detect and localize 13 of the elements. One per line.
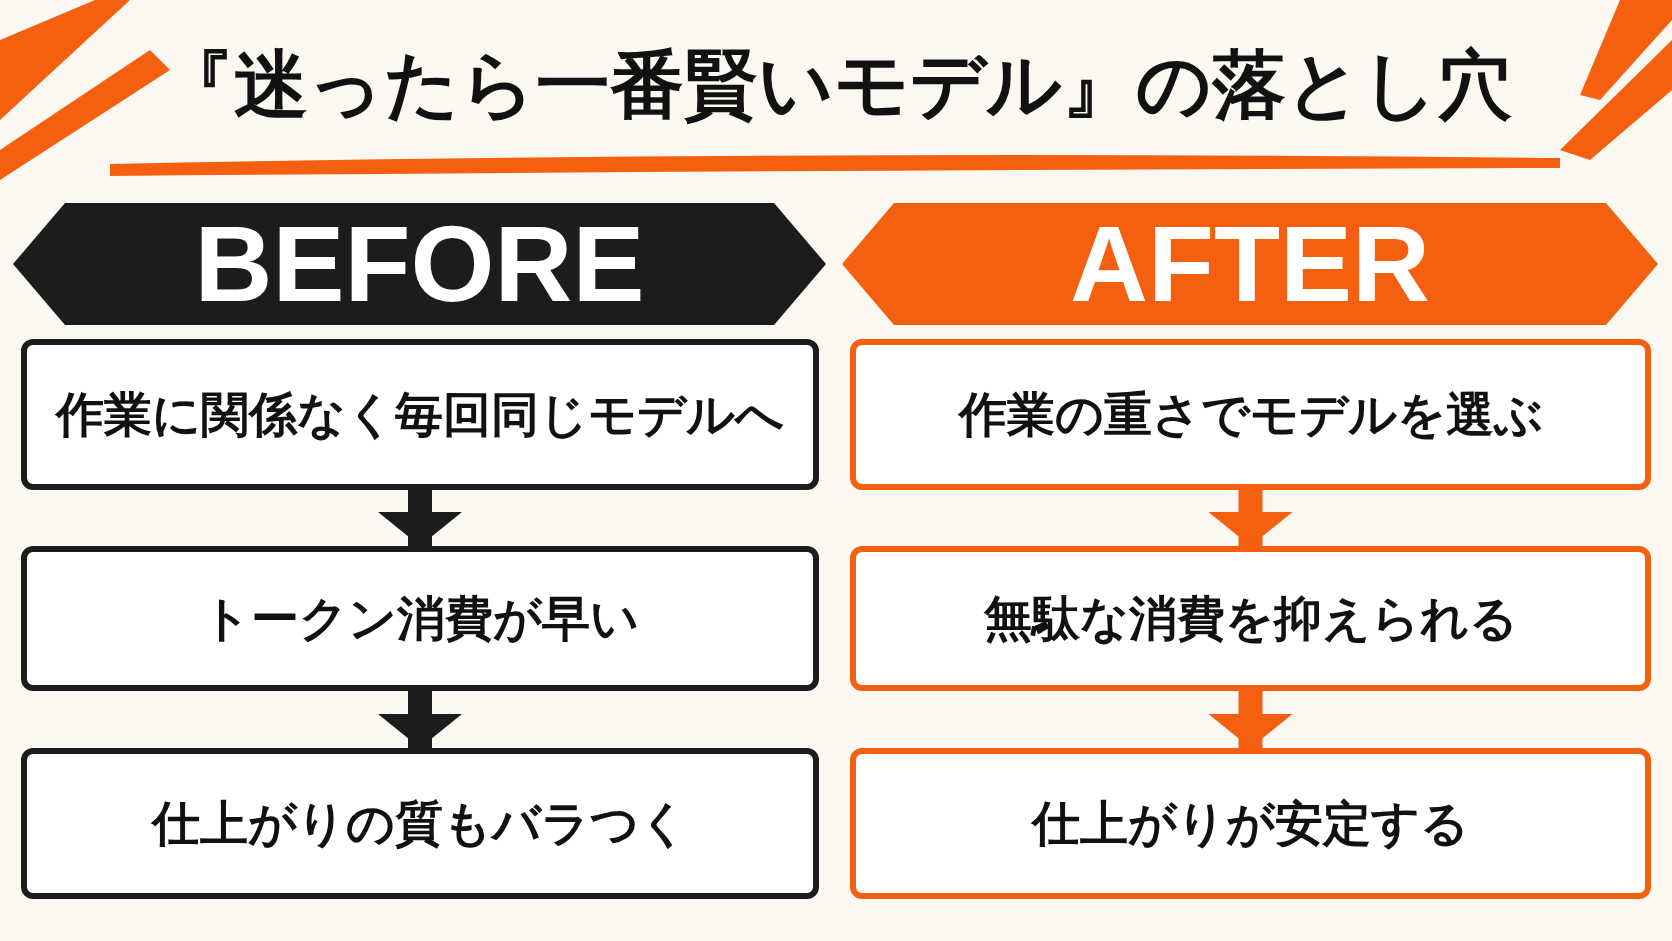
- down-arrow: [1208, 490, 1293, 546]
- step-box: 仕上がりが安定する: [850, 748, 1651, 899]
- step-box: 作業に関係なく毎回同じモデルへ: [21, 339, 819, 490]
- down-arrow: [1208, 691, 1293, 748]
- step-box: 無駄な消費を抑えられる: [850, 546, 1651, 691]
- step-box: トークン消費が早い: [21, 546, 819, 691]
- banner-heading: BEFORE: [194, 210, 645, 318]
- down-arrow: [378, 691, 462, 748]
- step-box: 仕上がりの質もバラつく: [21, 748, 819, 899]
- down-arrow: [378, 490, 462, 546]
- step-box: 作業の重さでモデルを選ぶ: [850, 339, 1651, 490]
- banner-heading: AFTER: [1070, 210, 1430, 318]
- title: 『迷ったら一番賢いモデル』の落とし穴: [160, 40, 1512, 129]
